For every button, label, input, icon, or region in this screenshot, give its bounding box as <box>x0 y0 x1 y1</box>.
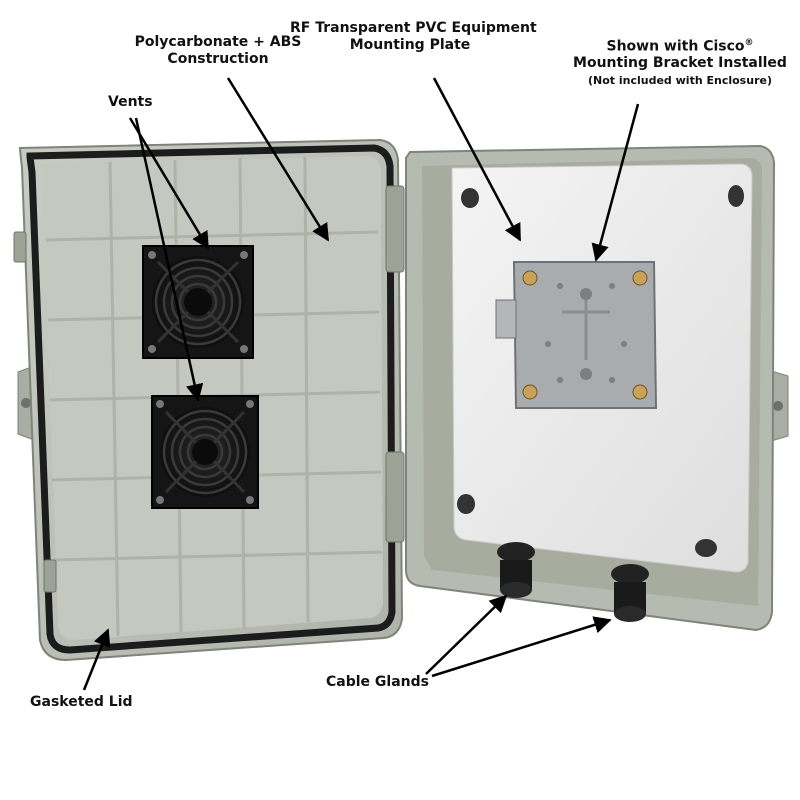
label-construction-line2: Construction <box>167 50 269 67</box>
label-mounting-plate-line2: Mounting Plate <box>349 36 471 53</box>
label-bracket-line1: Shown with Cisco <box>606 38 745 55</box>
label-gasketed-lid: Gasketed Lid <box>30 694 133 710</box>
lower-vent-fan <box>151 395 259 509</box>
body-tab-hole <box>773 401 783 411</box>
registered-mark: ® <box>744 38 754 48</box>
label-bracket-note: (Not included with Enclosure) <box>588 74 772 88</box>
upper-vent-fan <box>142 245 254 359</box>
enclosure-body <box>405 144 789 632</box>
plate-corner-holes <box>457 185 744 557</box>
arrow-vent-lower <box>134 117 204 402</box>
label-bracket-line2: Mounting Bracket Installed <box>573 55 787 72</box>
arrow-vent-upper <box>128 117 210 250</box>
cable-glands <box>497 542 649 622</box>
label-cable-glands: Cable Glands <box>326 674 429 690</box>
enclosure-lid <box>13 138 405 662</box>
arrow-gasketed-lid <box>82 628 111 691</box>
arrow-bracket <box>591 103 640 262</box>
callout-arrows <box>82 77 640 691</box>
cisco-mounting-bracket <box>495 261 658 409</box>
arrow-gland-left <box>425 594 508 675</box>
lid-hinges <box>13 185 405 593</box>
label-mounting-plate-line1: RF Transparent PVC Equipment <box>290 20 537 36</box>
label-bracket: Shown with Cisco® Mounting Bracket Insta… <box>570 38 790 87</box>
arrow-construction <box>226 77 330 242</box>
arrow-gland-right <box>431 616 612 678</box>
label-vents: Vents <box>108 94 153 110</box>
lid-tab-hole <box>21 398 31 408</box>
lid-gasket <box>26 144 396 654</box>
label-mounting-plate: RF Transparent PVC Equipment Mounting Pl… <box>290 20 537 54</box>
label-construction-line1: Polycarbonate + ABS <box>134 34 302 50</box>
arrow-mounting-plate <box>432 77 522 242</box>
label-construction: Polycarbonate + ABS Construction <box>118 34 318 68</box>
